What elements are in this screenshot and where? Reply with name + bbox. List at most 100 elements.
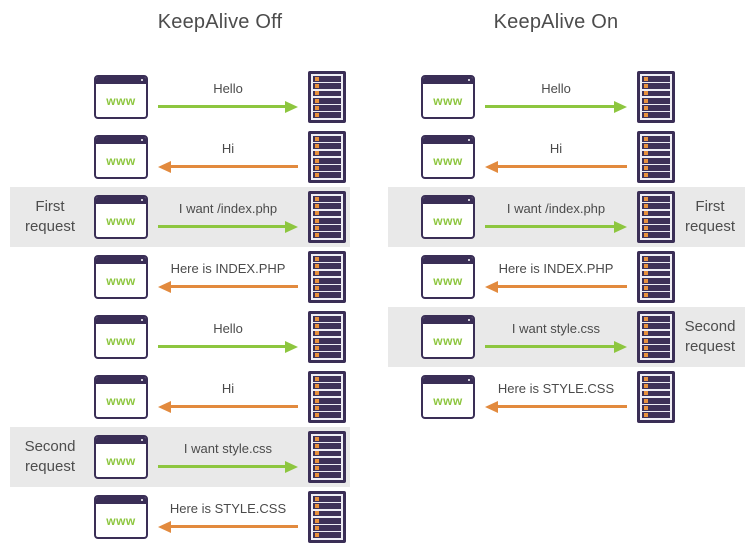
message-row-highlighted: www I want style.css Second request bbox=[388, 307, 745, 367]
server-slots bbox=[311, 314, 343, 360]
message-row: www Hello bbox=[388, 67, 745, 127]
message-arrow-zone: I want style.css bbox=[158, 441, 298, 473]
browser-titlebar bbox=[96, 377, 146, 384]
message-arrow-zone: I want /index.php bbox=[158, 201, 298, 233]
column-keepalive-off: KeepAlive Off www Hello www Hi First req… bbox=[10, 11, 350, 547]
server-slots bbox=[311, 74, 343, 120]
browser-titlebar bbox=[96, 497, 146, 504]
browser-icon: www bbox=[421, 75, 475, 119]
browser-icon: www bbox=[421, 375, 475, 419]
browser-titlebar bbox=[96, 197, 146, 204]
message-label: I want style.css bbox=[183, 441, 273, 456]
server-icon bbox=[637, 191, 675, 243]
message-label: Hello bbox=[541, 81, 571, 96]
message-row: www Hello bbox=[10, 67, 350, 127]
server-slots bbox=[640, 134, 672, 180]
browser-www-label: www bbox=[433, 93, 463, 108]
browser-www-label: www bbox=[106, 213, 136, 228]
message-arrow-zone: Hi bbox=[485, 141, 627, 173]
message-label: Hi bbox=[549, 141, 563, 156]
server-icon bbox=[637, 311, 675, 363]
arrow-left-icon bbox=[485, 280, 627, 293]
server-icon bbox=[637, 71, 675, 123]
browser-icon: www bbox=[94, 495, 148, 539]
browser-icon: www bbox=[421, 195, 475, 239]
server-slots bbox=[311, 134, 343, 180]
server-icon bbox=[637, 131, 675, 183]
arrow-left-icon bbox=[158, 520, 298, 533]
server-icon bbox=[308, 431, 346, 483]
server-slots bbox=[640, 314, 672, 360]
message-row: www Here is STYLE.CSS bbox=[388, 367, 745, 427]
message-arrow-zone: Hello bbox=[158, 81, 298, 113]
browser-www-label: www bbox=[106, 453, 136, 468]
browser-icon: www bbox=[94, 135, 148, 179]
server-slots bbox=[311, 194, 343, 240]
message-arrow-zone: Here is STYLE.CSS bbox=[485, 381, 627, 413]
server-slots bbox=[311, 494, 343, 540]
browser-icon: www bbox=[421, 255, 475, 299]
browser-titlebar bbox=[423, 257, 473, 264]
browser-www-label: www bbox=[433, 393, 463, 408]
browser-icon: www bbox=[94, 195, 148, 239]
browser-www-label: www bbox=[433, 273, 463, 288]
browser-www-label: www bbox=[106, 333, 136, 348]
browser-www-label: www bbox=[106, 153, 136, 168]
message-row: www Hi bbox=[10, 127, 350, 187]
arrow-right-icon bbox=[485, 220, 627, 233]
browser-icon: www bbox=[94, 75, 148, 119]
message-label: Hi bbox=[221, 381, 235, 396]
browser-www-label: www bbox=[433, 333, 463, 348]
message-row-highlighted: Second request www I want style.css bbox=[10, 427, 350, 487]
server-icon bbox=[308, 311, 346, 363]
message-row-highlighted: www I want /index.php First request bbox=[388, 187, 745, 247]
server-icon bbox=[308, 491, 346, 543]
arrow-right-icon bbox=[485, 100, 627, 113]
message-arrow-zone: Here is STYLE.CSS bbox=[158, 501, 298, 533]
message-row: www Here is STYLE.CSS bbox=[10, 487, 350, 547]
server-slots bbox=[640, 74, 672, 120]
arrow-right-icon bbox=[158, 340, 298, 353]
browser-titlebar bbox=[423, 317, 473, 324]
message-label: Hi bbox=[221, 141, 235, 156]
arrow-left-icon bbox=[158, 160, 298, 173]
browser-www-label: www bbox=[106, 273, 136, 288]
browser-www-label: www bbox=[433, 213, 463, 228]
message-arrow-zone: Hi bbox=[158, 381, 298, 413]
server-icon bbox=[637, 251, 675, 303]
message-arrow-zone: I want style.css bbox=[485, 321, 627, 353]
server-slots bbox=[640, 374, 672, 420]
message-row: www Hello bbox=[10, 307, 350, 367]
browser-titlebar bbox=[423, 197, 473, 204]
message-label: Here is INDEX.PHP bbox=[170, 261, 286, 276]
browser-www-label: www bbox=[433, 153, 463, 168]
server-slots bbox=[311, 254, 343, 300]
server-icon bbox=[308, 191, 346, 243]
message-label: Here is INDEX.PHP bbox=[498, 261, 614, 276]
message-arrow-zone: Hello bbox=[485, 81, 627, 113]
request-group-label: First request bbox=[684, 197, 736, 235]
message-row: www Hi bbox=[10, 367, 350, 427]
browser-titlebar bbox=[96, 257, 146, 264]
arrow-left-icon bbox=[158, 400, 298, 413]
browser-titlebar bbox=[96, 437, 146, 444]
message-row: www Here is INDEX.PHP bbox=[10, 247, 350, 307]
message-arrow-zone: Here is INDEX.PHP bbox=[158, 261, 298, 293]
arrow-left-icon bbox=[485, 400, 627, 413]
message-label: Hello bbox=[213, 321, 243, 336]
message-row: www Hi bbox=[388, 127, 745, 187]
message-arrow-zone: Here is INDEX.PHP bbox=[485, 261, 627, 293]
browser-titlebar bbox=[96, 137, 146, 144]
message-label: I want style.css bbox=[511, 321, 601, 336]
browser-titlebar bbox=[96, 317, 146, 324]
arrow-right-icon bbox=[158, 100, 298, 113]
arrow-right-icon bbox=[485, 340, 627, 353]
column-title: KeepAlive Off bbox=[157, 11, 283, 33]
browser-icon: www bbox=[421, 135, 475, 179]
column-title: KeepAlive On bbox=[493, 11, 619, 33]
message-arrow-zone: Hi bbox=[158, 141, 298, 173]
server-slots bbox=[640, 194, 672, 240]
browser-titlebar bbox=[423, 77, 473, 84]
browser-titlebar bbox=[423, 137, 473, 144]
